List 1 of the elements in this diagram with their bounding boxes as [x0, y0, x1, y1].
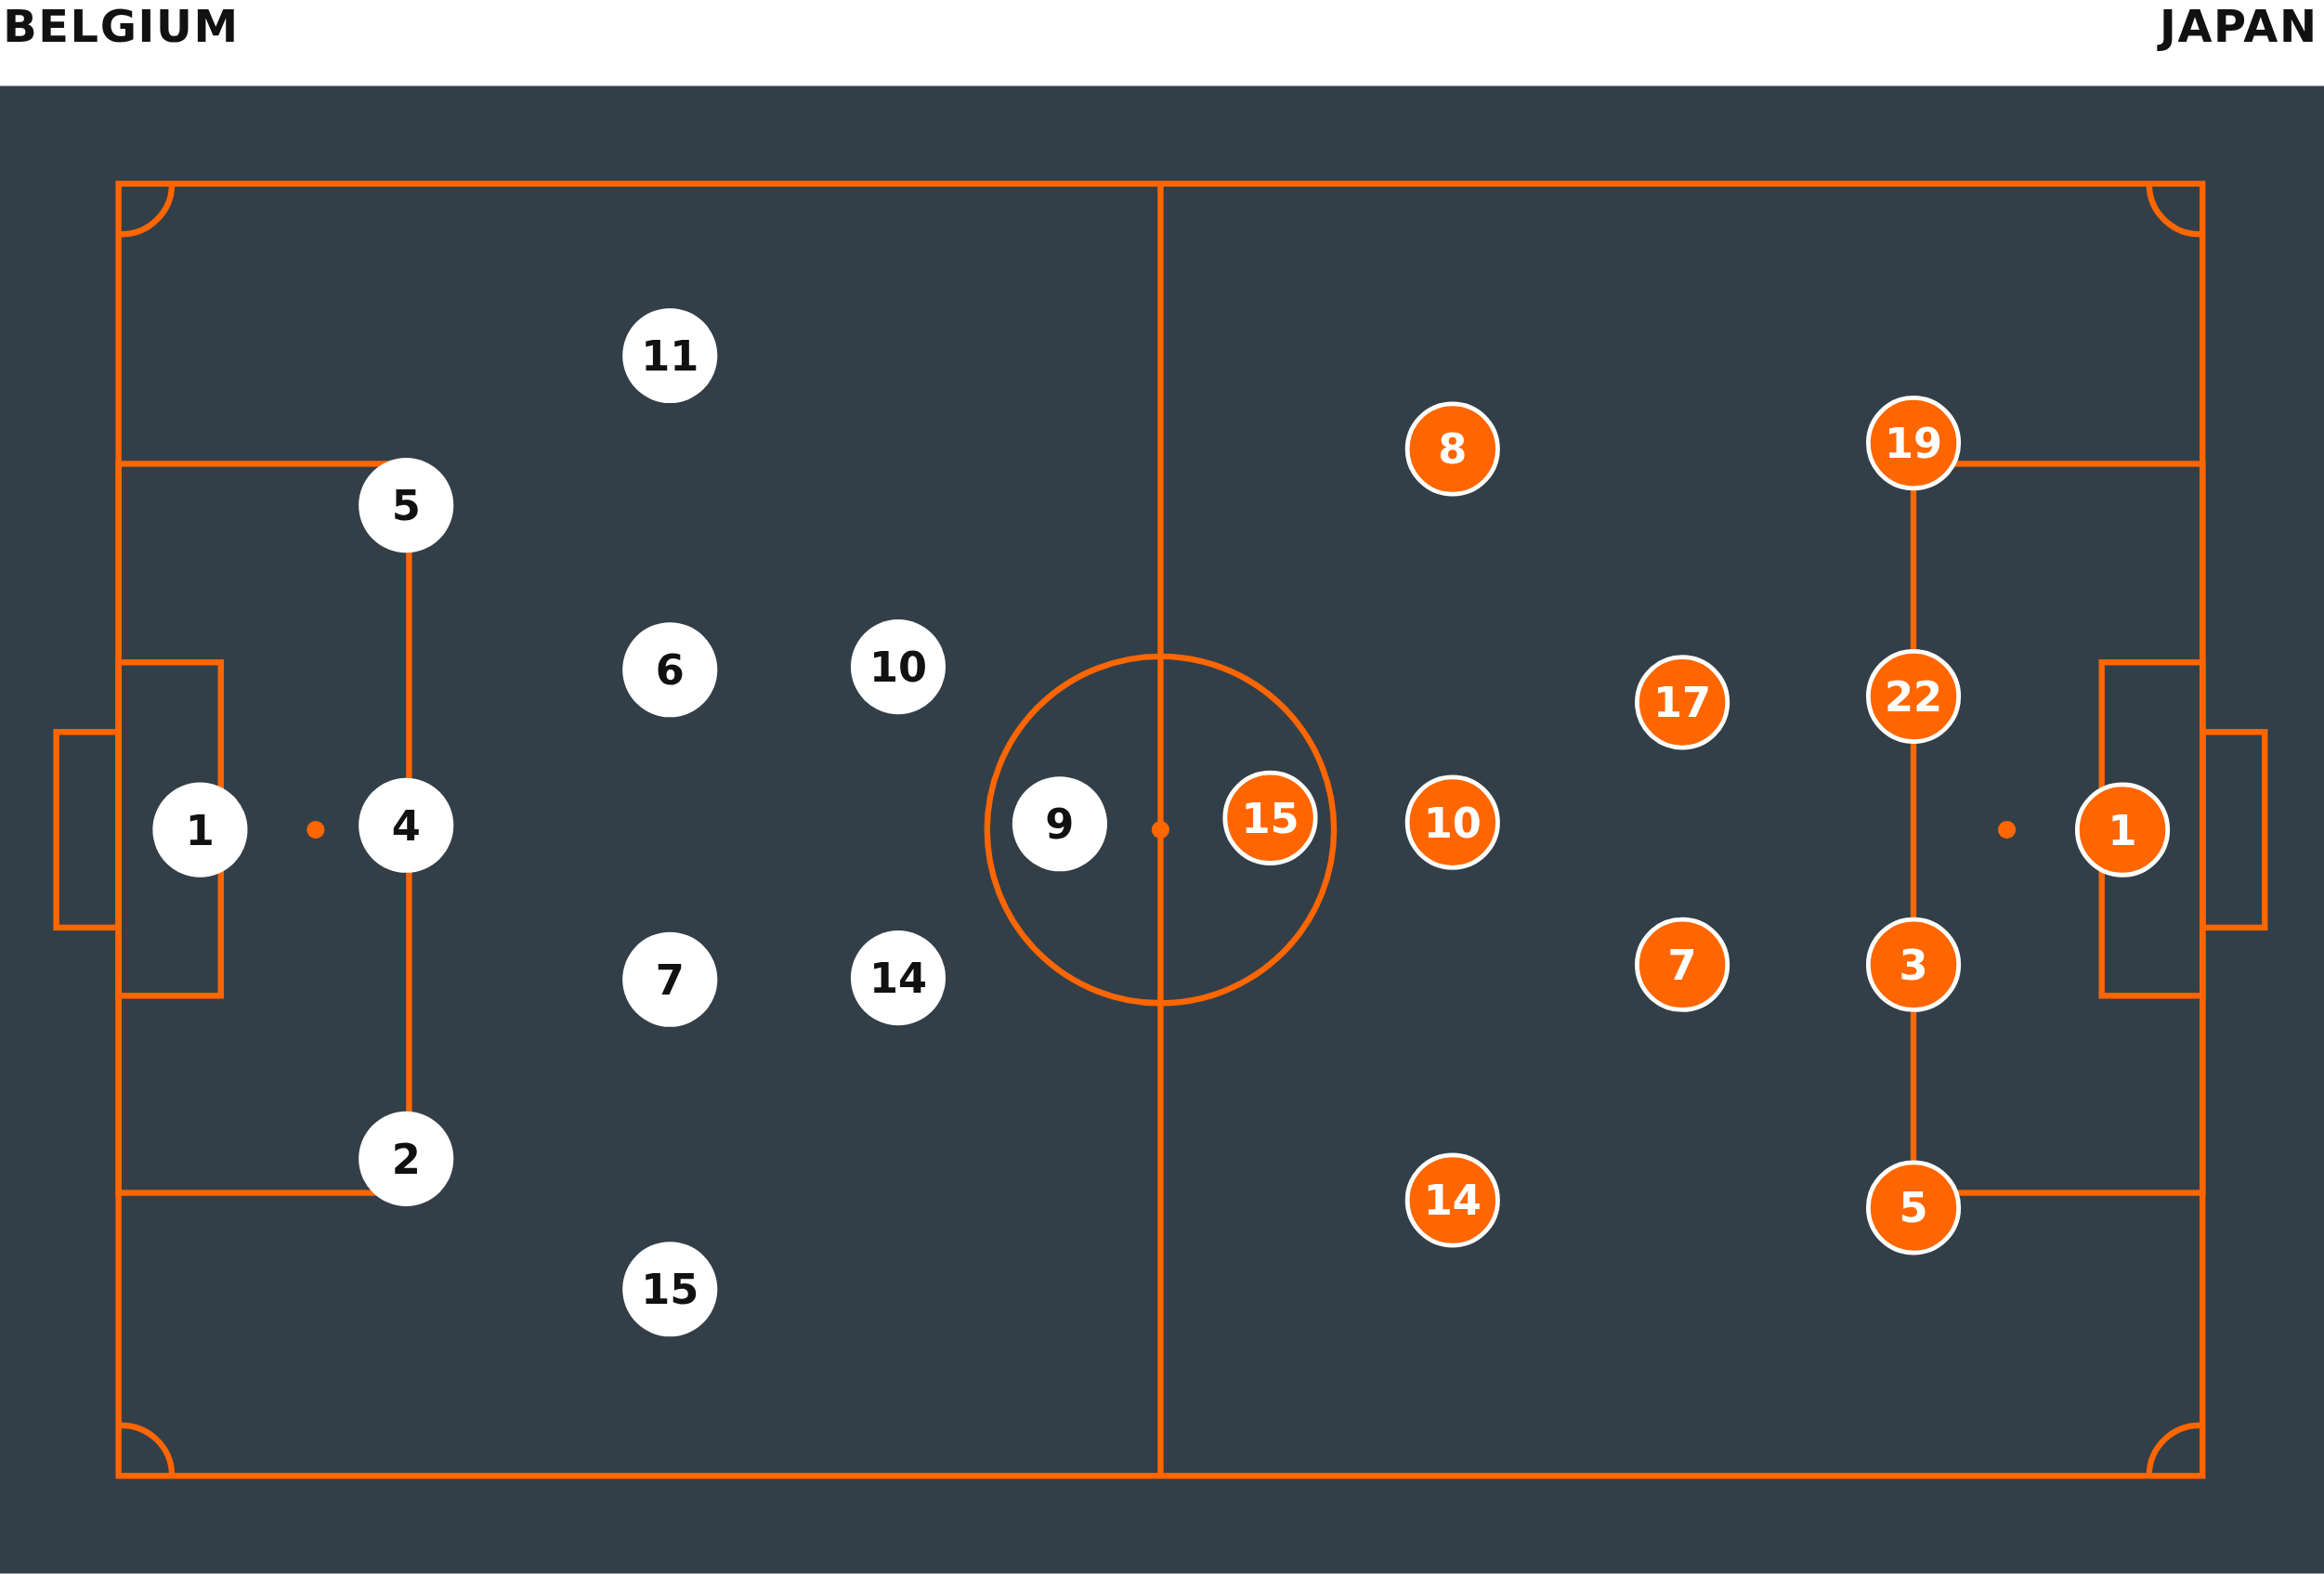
- team-name: BELGIUM: [3, 0, 240, 54]
